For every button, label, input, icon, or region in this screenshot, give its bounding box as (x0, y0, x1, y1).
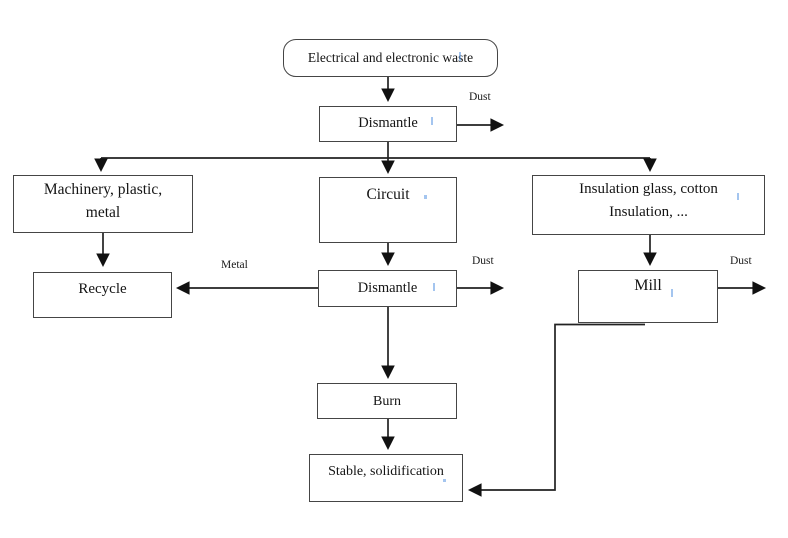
node-label: Stable, solidification (328, 464, 444, 479)
scan-artifact (671, 289, 673, 297)
node-label: Mill (634, 277, 662, 294)
node-label: Dismantle (357, 279, 418, 296)
node-label-line2: metal (85, 204, 121, 222)
scan-artifact (431, 117, 433, 125)
edge-label-dust-right: Dust (730, 255, 752, 267)
node-dismantle-mid: Dismantle (318, 270, 457, 307)
node-dismantle-top: Dismantle (319, 106, 457, 142)
node-label: Circuit (366, 186, 410, 203)
scan-artifact (424, 195, 427, 199)
node-label-line2: Insulation, ... (609, 203, 688, 220)
node-label-line1: Machinery, plastic, (43, 181, 163, 198)
arrow-mill-to-stable (467, 323, 645, 497)
scan-artifact (737, 193, 739, 200)
node-mill: Mill (578, 270, 718, 323)
node-circuit: Circuit (319, 177, 457, 243)
node-burn: Burn (317, 383, 457, 419)
node-machinery-plastic-metal: Machinery, plastic, metal (13, 175, 193, 233)
scan-artifact (433, 283, 435, 291)
node-electrical-electronic-waste: Electrical and electronic waste (283, 39, 498, 77)
scan-artifact (443, 479, 446, 482)
edge-label-metal: Metal (221, 259, 248, 271)
scan-artifact (459, 52, 461, 61)
node-label: Recycle (78, 281, 127, 297)
node-insulation-glass-cotton: Insulation glass, cotton Insulation, ... (532, 175, 765, 235)
node-recycle: Recycle (33, 272, 172, 318)
edge-label-dust-mid: Dust (472, 255, 494, 267)
node-label-line1: Insulation glass, cotton (579, 181, 718, 197)
node-stable-solidification: Stable, solidification (309, 454, 463, 502)
edge-label-dust-top: Dust (469, 91, 491, 103)
node-label: Dismantle (358, 115, 418, 132)
node-label: Electrical and electronic waste (307, 49, 474, 65)
node-label: Burn (373, 393, 401, 409)
